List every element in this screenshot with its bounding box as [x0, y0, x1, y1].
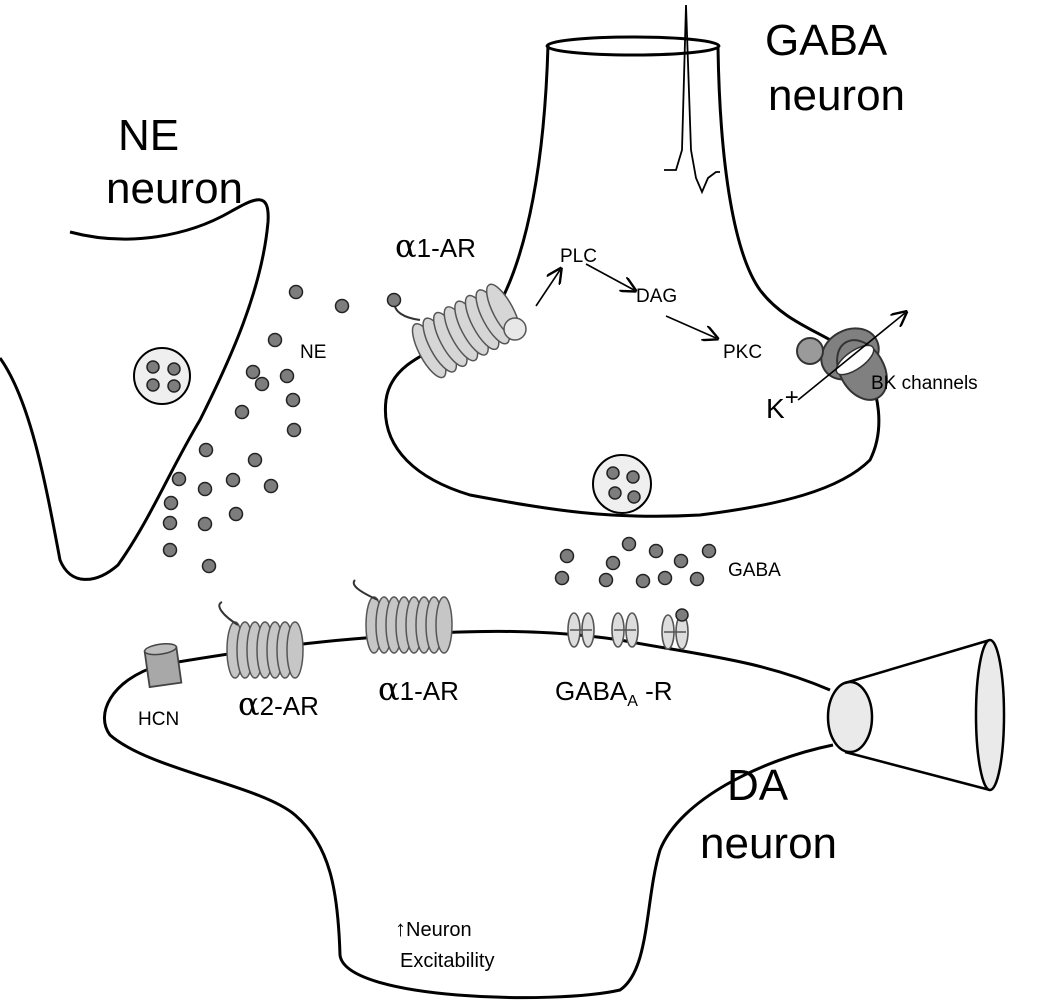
alpha1-ar-gaba-label: α1-AR [395, 227, 476, 265]
gaba-a-receptors [567, 612, 689, 650]
axon-hillock [826, 680, 874, 754]
gaba-neuron-label-line1: GABA [765, 16, 888, 65]
ne-vesicle [133, 347, 191, 405]
alpha1-ar-da-label: α1-AR [378, 670, 459, 708]
dag-label: DAG [636, 286, 677, 307]
excitability-label-line1: ↑Neuron [395, 916, 472, 941]
ne-neuron-label-line1: NE [118, 111, 179, 160]
k-efflux-arrow [797, 313, 905, 401]
axon-cone-end [974, 638, 1006, 792]
ne-neuron-outline [0, 198, 270, 581]
plc-label: PLC [560, 246, 597, 267]
gaba-transmitter-label: GABA [728, 560, 781, 581]
arrow-dag-pkc [665, 315, 716, 338]
bk-channel [796, 327, 888, 401]
da-neuron-label-line1: DA [727, 761, 789, 810]
arrow-to-plc [535, 270, 560, 307]
da-neuron-outline [103, 629, 834, 1000]
action-potential-trace [664, 4, 720, 195]
alpha2-ar-tail [218, 601, 239, 626]
bound-gaba-dot [675, 608, 689, 622]
alpha1-ar-receptor-da [365, 596, 453, 654]
gaba-vesicle [592, 454, 652, 514]
excitability-label-line2: Excitability [400, 950, 494, 972]
k-ion-label: K+ [766, 384, 799, 424]
alpha1-ar-da-tail [352, 579, 379, 601]
gaba-a-r-label: GABAA -R [555, 676, 673, 710]
ne-neuron-label-line2: neuron [106, 164, 243, 213]
bound-ne-dot [386, 292, 402, 308]
bk-channels-label: BK channels [871, 373, 978, 394]
g-protein-ball [503, 317, 527, 341]
alpha2-ar-label: α2-AR [238, 685, 319, 723]
pkc-label: PKC [723, 342, 762, 363]
ne-transmitter-dots [162, 284, 350, 574]
axon-cone-bottom [844, 750, 991, 792]
gaba-neuron-top-opening [545, 35, 721, 57]
hcn-channel [143, 642, 183, 689]
alpha2-ar-receptor [226, 621, 304, 679]
hcn-label: HCN [138, 709, 179, 730]
da-neuron-label-line2: neuron [700, 819, 837, 868]
gaba-neuron-label-line2: neuron [768, 71, 905, 120]
axon-cone-top [844, 638, 991, 685]
gaba-transmitter-dots [554, 536, 717, 589]
arrow-plc-dag [585, 263, 634, 290]
ne-transmitter-label: NE [300, 342, 326, 363]
